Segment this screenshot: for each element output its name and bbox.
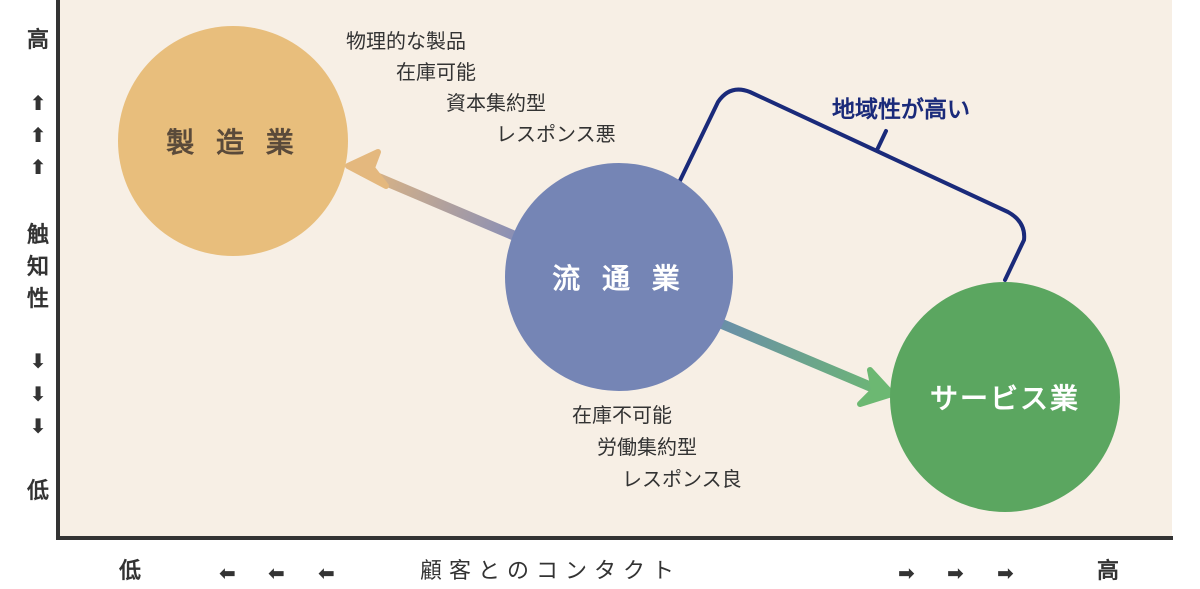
left-arrow-icon: ⬅ [268, 561, 285, 585]
manufacturing-circle: 製 造 業 [118, 26, 348, 256]
x-axis-line [56, 536, 1173, 540]
up-arrow-icon: ⬆ [29, 123, 47, 147]
y-axis-line [56, 0, 60, 540]
service-note: レスポンス良 [622, 467, 742, 491]
x-axis-high: 高 [1097, 559, 1120, 584]
down-arrow-icon: ⬇ [29, 349, 47, 373]
up-arrow-icon: ⬆ [29, 155, 47, 179]
x-axis-low: 低 [119, 559, 142, 584]
left-arrow-icon: ⬅ [318, 561, 335, 585]
manufacturing-note: レスポンス悪 [496, 122, 616, 146]
y-axis-label-char: 知 [26, 255, 49, 280]
manufacturing-note: 資本集約型 [446, 91, 546, 115]
y-axis-label-char: 触 [26, 223, 49, 248]
manufacturing-note: 在庫可能 [396, 60, 476, 84]
arrow-to-manufacturing [345, 149, 517, 241]
distribution-circle: 流 通 業 [505, 163, 733, 391]
right-arrow-icon: ➡ [898, 561, 915, 585]
y-axis-label-char: 性 [26, 287, 49, 312]
right-arrow-icon: ➡ [947, 561, 964, 585]
manufacturing-label: 製 造 業 [166, 126, 300, 159]
service-circle: サービス業 [890, 282, 1120, 512]
manufacturing-note: 物理的な製品 [346, 29, 466, 53]
right-arrow-icon: ➡ [997, 561, 1014, 585]
left-arrow-icon: ⬅ [219, 561, 236, 585]
down-arrow-icon: ⬇ [29, 382, 47, 406]
up-arrow-icon: ⬆ [29, 91, 47, 115]
x-axis-label: 顧 客 と の コ ン タ ク ト [420, 559, 674, 584]
arrow-to-service [720, 319, 895, 407]
service-note: 労働集約型 [597, 435, 697, 459]
service-label: サービス業 [929, 382, 1080, 415]
regional-bracket [672, 87, 1027, 282]
y-axis-low: 低 [26, 479, 49, 504]
regional-label: 地域性が高い [832, 97, 970, 123]
service-note: 在庫不可能 [572, 403, 672, 427]
bracket-tick [875, 129, 888, 152]
distribution-label: 流 通 業 [552, 262, 686, 295]
y-axis-high: 高 [26, 28, 49, 53]
down-arrow-icon: ⬇ [29, 414, 47, 438]
